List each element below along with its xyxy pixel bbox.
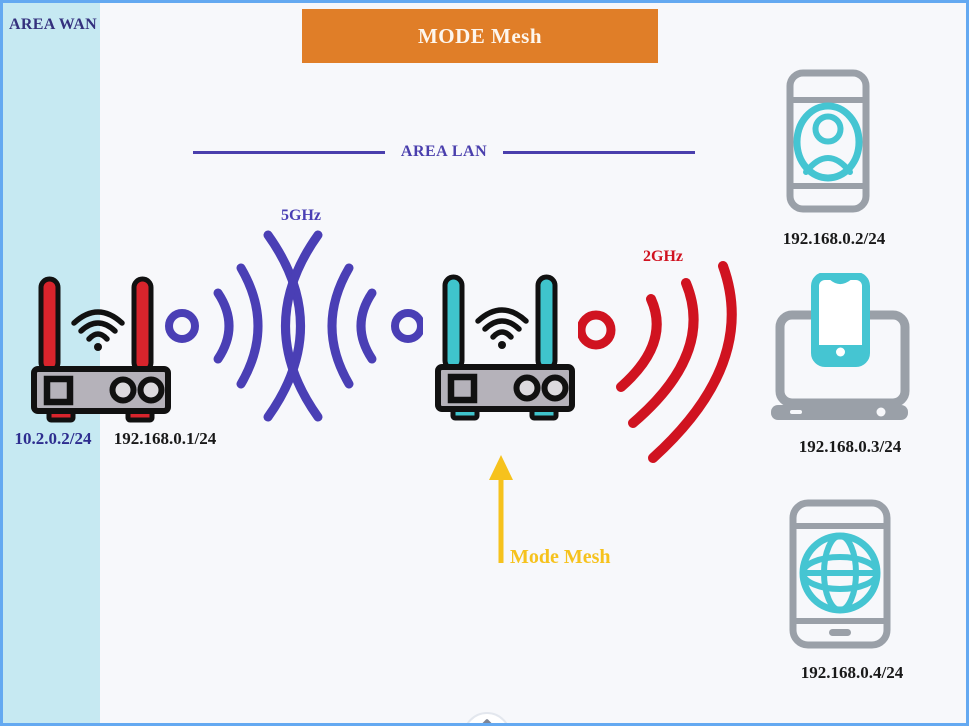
user-avatar-icon	[793, 102, 863, 182]
area-lan-label: AREA LAN	[400, 143, 488, 160]
globe-icon	[799, 532, 881, 614]
wan-router-wan-ip: 10.2.0.2/24	[14, 429, 92, 448]
device-3-ip: 192.168.0.4/24	[800, 663, 904, 682]
five-ghz-label: 5GHz	[281, 207, 321, 224]
wan-router-icon	[31, 276, 171, 423]
wifi-icon	[71, 309, 125, 351]
scroll-top-button[interactable]	[463, 712, 511, 723]
two-ghz-label: 2GHz	[643, 248, 683, 265]
divider-line-left	[193, 150, 385, 154]
two-ghz-signal-icon	[578, 261, 737, 463]
device-1-ip: 192.168.0.2/24	[782, 229, 886, 248]
smartphone-user-icon	[786, 69, 870, 213]
mode-banner-label: MODE Mesh	[417, 23, 543, 48]
laptop-phone-icon	[771, 273, 910, 420]
five-ghz-signal-icon	[165, 230, 423, 422]
tablet-globe-icon	[789, 499, 891, 649]
area-lan-divider: AREA LAN	[193, 143, 696, 161]
device-2-ip: 192.168.0.3/24	[798, 437, 902, 456]
wan-router-lan-ip: 192.168.0.1/24	[113, 429, 217, 448]
mode-mesh-annotation: Mode Mesh	[510, 546, 611, 568]
mesh-router-icon	[435, 274, 575, 421]
area-wan-label: AREA WAN	[9, 16, 97, 33]
chevron-up-icon	[482, 719, 492, 723]
divider-line-right	[503, 150, 696, 154]
mode-banner: MODE Mesh	[302, 9, 658, 63]
wifi-icon	[475, 307, 529, 349]
teal-phone-icon	[811, 273, 870, 367]
mode-mesh-arrow-icon	[489, 455, 513, 563]
